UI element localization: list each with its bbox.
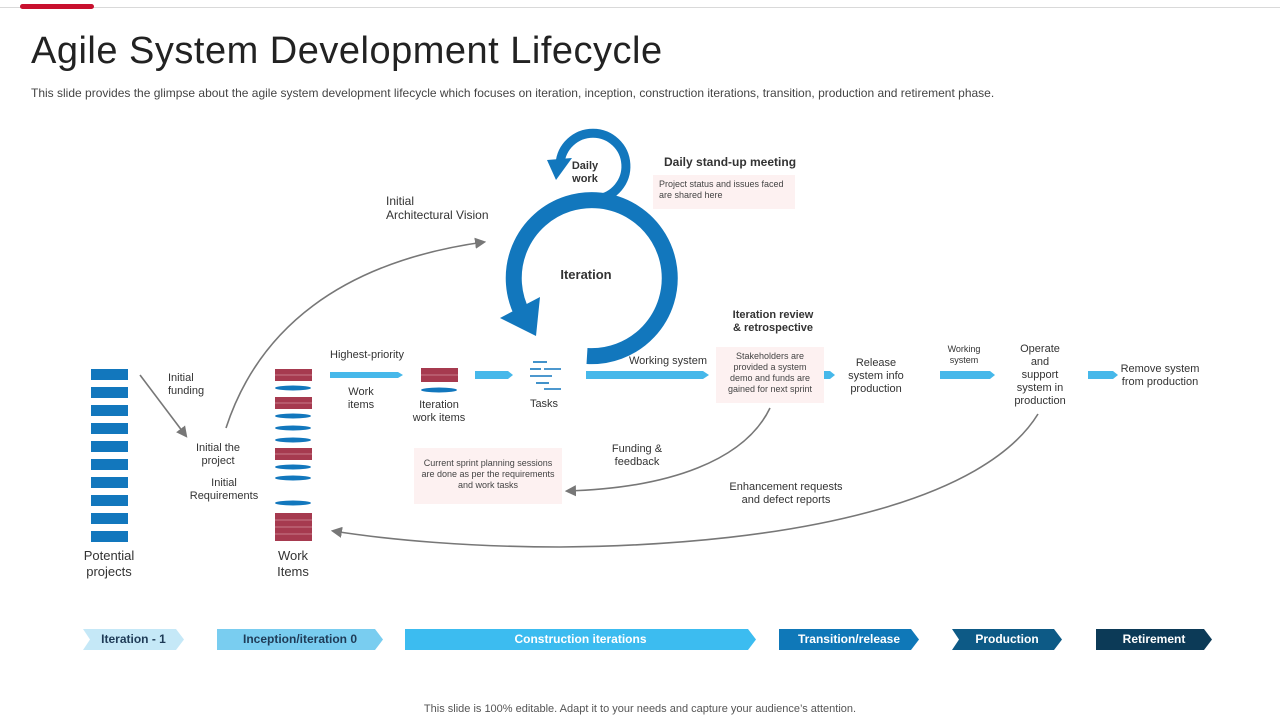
phase-label-transition: Transition/release <box>797 632 901 646</box>
label-line: Iteration <box>419 399 459 411</box>
phase-label-retirement: Retirement <box>1122 632 1186 646</box>
initial-requirements-label: Initial Requirements <box>184 477 264 503</box>
work-items-small-label: Work items <box>337 386 385 412</box>
label-line: Potential <box>83 548 135 563</box>
stakeholders-note: Stakeholders are provided a system demo … <box>716 347 824 403</box>
label-line: Requirements <box>189 490 259 502</box>
label-line: Work <box>277 548 309 563</box>
label-line: system in <box>1016 382 1064 394</box>
top-divider <box>0 7 1280 8</box>
phase-arrow-retirement <box>1096 629 1212 650</box>
highest-priority-label: Highest-priority <box>330 349 404 361</box>
daily-work-label-line: work <box>572 173 598 185</box>
phase-arrow-iteration-minus-1 <box>83 629 184 650</box>
label-line: Remove system <box>1120 363 1200 375</box>
label-line: funding <box>168 385 205 397</box>
label-line: Architectural Vision <box>386 208 489 222</box>
potential-projects-stack <box>91 369 128 542</box>
sprint-planning-note: Current sprint planning sessions are don… <box>414 448 562 504</box>
enhancement-requests-arrow <box>330 413 1039 548</box>
label-line: Work <box>348 386 374 398</box>
label-line: system <box>949 355 979 365</box>
potential-projects-label: Potential projects <box>70 548 148 580</box>
label-line: Funding & <box>611 443 663 455</box>
label-line: from production <box>1121 376 1199 388</box>
flow-arrow <box>586 371 709 379</box>
label-line: project <box>201 455 235 467</box>
label-line: Initial <box>211 477 237 489</box>
iteration-work-items-stack <box>421 368 458 393</box>
label-line: work items <box>412 412 466 424</box>
initial-funding-label: Initial funding <box>168 372 204 398</box>
daily-work-label-line: Daily <box>571 160 599 172</box>
label-line: Iteration review <box>732 309 814 321</box>
remove-system-label: Remove system from production <box>1112 363 1208 389</box>
phase-label-iteration-minus-1: Iteration - 1 <box>101 632 166 646</box>
funding-feedback-arrow <box>564 407 771 497</box>
label-line: and <box>1030 356 1050 368</box>
work-items-stack <box>275 369 312 541</box>
release-system-label: Release system info production <box>840 357 912 396</box>
phase-label-construction: Construction iterations <box>514 632 647 646</box>
label-line: Items <box>277 564 309 579</box>
label-line: Enhancement requests <box>729 481 843 493</box>
label-line: items <box>347 399 375 411</box>
phase-arrow-transition <box>779 629 919 650</box>
label-line: feedback <box>614 456 660 468</box>
daily-work-label: Daily work <box>555 160 615 186</box>
initial-the-project-label: Initial the project <box>184 442 252 468</box>
iteration-review-label: Iteration review & retrospective <box>713 309 833 335</box>
initial-funding-arrow <box>139 374 188 438</box>
phase-arrow-inception <box>217 629 383 650</box>
slide-subtitle: This slide provides the glimpse about th… <box>31 86 995 100</box>
label-line: and defect reports <box>741 494 831 506</box>
funding-feedback-label: Funding & feedback <box>605 443 669 469</box>
daily-standup-note: Project status and issues faced are shar… <box>653 175 795 209</box>
phase-arrows <box>83 629 1212 650</box>
operate-support-label: Operate and support system in production <box>1004 343 1076 408</box>
label-line: & retrospective <box>732 322 814 334</box>
phase-arrow-production <box>952 629 1062 650</box>
iteration-work-items-label: Iteration work items <box>404 399 474 425</box>
initial-architectural-vision-label: Initial Architectural Vision <box>386 194 489 222</box>
flow-arrows <box>330 371 1118 379</box>
working-system-small-label: Working system <box>938 344 990 366</box>
slide-title: Agile System Development Lifecycle <box>31 30 663 72</box>
label-line: projects <box>86 564 132 579</box>
label-line: Initial <box>386 194 415 208</box>
label-line: Initial <box>168 372 194 384</box>
iteration-label: Iteration <box>560 267 612 282</box>
enhancement-requests-label: Enhancement requests and defect reports <box>722 481 850 507</box>
flow-arrow <box>330 372 403 378</box>
flow-arrow <box>940 371 995 379</box>
flow-arrow <box>475 371 513 379</box>
phase-arrow-construction <box>405 629 756 650</box>
label-line: support <box>1021 369 1059 381</box>
iteration-loop-icon <box>500 192 678 365</box>
flow-arrow <box>1088 371 1118 379</box>
architectural-vision-arrow <box>225 237 487 429</box>
label-line: production <box>850 383 902 395</box>
work-items-label: Work Items <box>258 548 328 580</box>
label-line: production <box>1014 395 1066 407</box>
phase-label-inception: Inception/iteration 0 <box>242 632 357 646</box>
label-line: Initial the <box>195 442 241 454</box>
connector-arrows <box>139 237 1039 548</box>
slide-footer: This slide is 100% editable. Adapt it to… <box>423 703 857 715</box>
label-line: system info <box>848 370 904 382</box>
label-line: Operate <box>1020 343 1060 355</box>
top-accent-bar <box>20 4 94 9</box>
daily-work-loop-icon <box>547 128 631 204</box>
label-line: Working <box>947 344 981 354</box>
working-system-label: Working system <box>628 355 708 367</box>
label-line: Release <box>855 357 897 369</box>
tasks-icon <box>530 361 561 390</box>
phase-label-production: Production <box>975 632 1039 646</box>
daily-standup-title: Daily stand-up meeting <box>664 155 797 169</box>
tasks-label: Tasks <box>529 398 559 410</box>
